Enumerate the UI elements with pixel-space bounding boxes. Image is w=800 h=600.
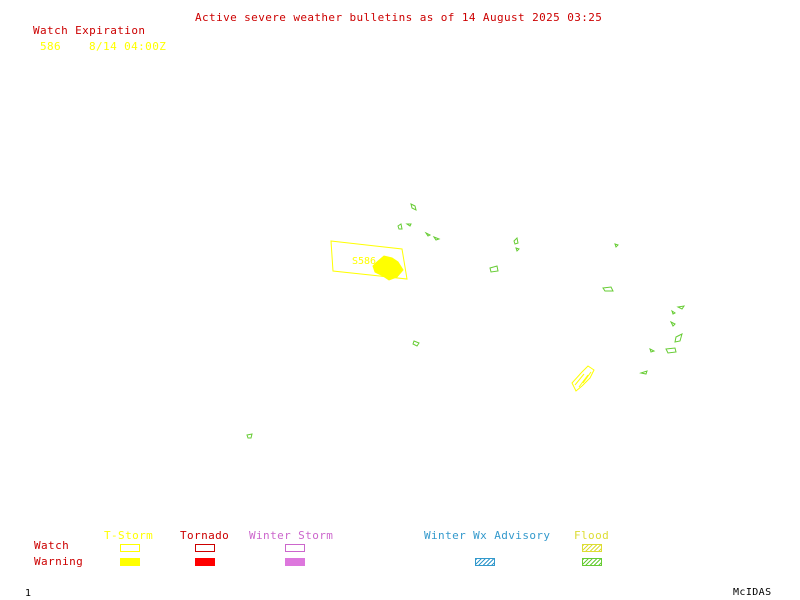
flood-watch-swatch: [582, 544, 602, 552]
legend-col-winter-wx-advisory: Winter Wx Advisory: [424, 529, 551, 542]
bulletin-title: Active severe weather bulletins as of 14…: [195, 11, 603, 24]
tstorm-warning-cluster[interactable]: [571, 365, 595, 392]
watch-expiration-time: 8/14 04:00Z: [89, 40, 167, 53]
winter-storm-watch-swatch: [285, 544, 305, 552]
legend-row-watch: Watch: [34, 539, 70, 552]
small-warning-polygons[interactable]: [246, 203, 686, 439]
watch-expiration-header: Watch Expiration: [33, 24, 146, 37]
frame-number: 1: [25, 588, 32, 599]
legend-col-tornado: Tornado: [180, 529, 230, 542]
brand-label: McIDAS: [733, 587, 772, 598]
legend-col-tstorm: T-Storm: [104, 529, 154, 542]
legend-col-flood: Flood: [574, 529, 610, 542]
tstorm-watch-swatch: [120, 544, 140, 552]
legend-col-winter-storm: Winter Storm: [249, 529, 334, 542]
tornado-watch-swatch: [195, 544, 215, 552]
winter-storm-warning-swatch: [285, 558, 305, 566]
tstorm-warning-area[interactable]: [372, 255, 404, 281]
winter-wx-advisory-swatch: [475, 558, 495, 566]
watch-polygon-label: S586: [352, 256, 376, 267]
flood-warning-swatch: [582, 558, 602, 566]
tstorm-watch-polygon[interactable]: [330, 240, 408, 280]
watch-number: 586: [40, 40, 62, 53]
tornado-warning-swatch: [195, 558, 215, 566]
tstorm-warning-swatch: [120, 558, 140, 566]
legend-row-warning: Warning: [34, 555, 84, 568]
